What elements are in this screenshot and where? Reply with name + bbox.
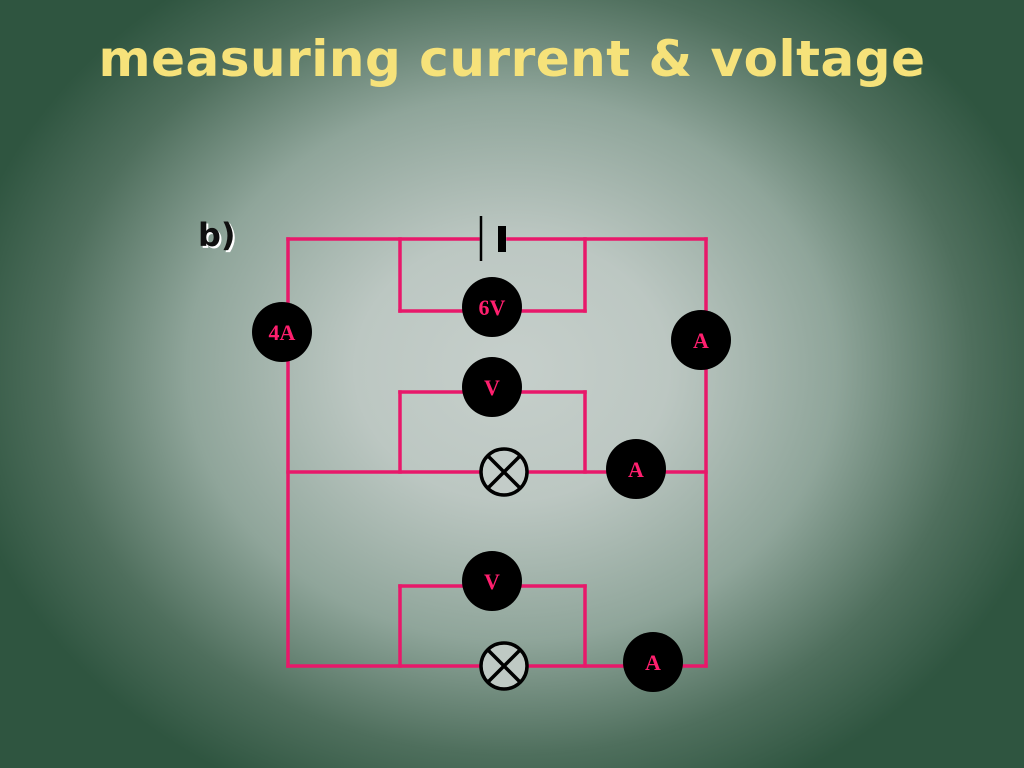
main-ammeter-left-label: 4A — [269, 320, 296, 345]
supply-voltmeter-label: 6V — [479, 295, 506, 320]
supply-voltmeter: 6V — [462, 277, 522, 337]
lamp-icon — [479, 641, 529, 691]
lamp2-ammeter-label: A — [645, 650, 661, 675]
lamp1-ammeter: A — [606, 439, 666, 499]
part-label: b) — [198, 216, 236, 254]
lamp1-voltmeter: V — [462, 357, 522, 417]
lamp1-voltmeter-label: V — [484, 375, 500, 400]
battery-cell-icon — [479, 216, 506, 261]
lamp2-voltmeter-label: V — [484, 569, 500, 594]
lamp1-ammeter-label: A — [628, 457, 644, 482]
main-ammeter-right: A — [671, 310, 731, 370]
main-ammeter-left: 4A — [252, 302, 312, 362]
lamp-icon — [479, 447, 529, 497]
main-ammeter-right-label: A — [693, 328, 709, 353]
lamp2-ammeter: A — [623, 632, 683, 692]
lamp2-voltmeter: V — [462, 551, 522, 611]
slide-title: measuring current & voltage — [98, 30, 926, 88]
